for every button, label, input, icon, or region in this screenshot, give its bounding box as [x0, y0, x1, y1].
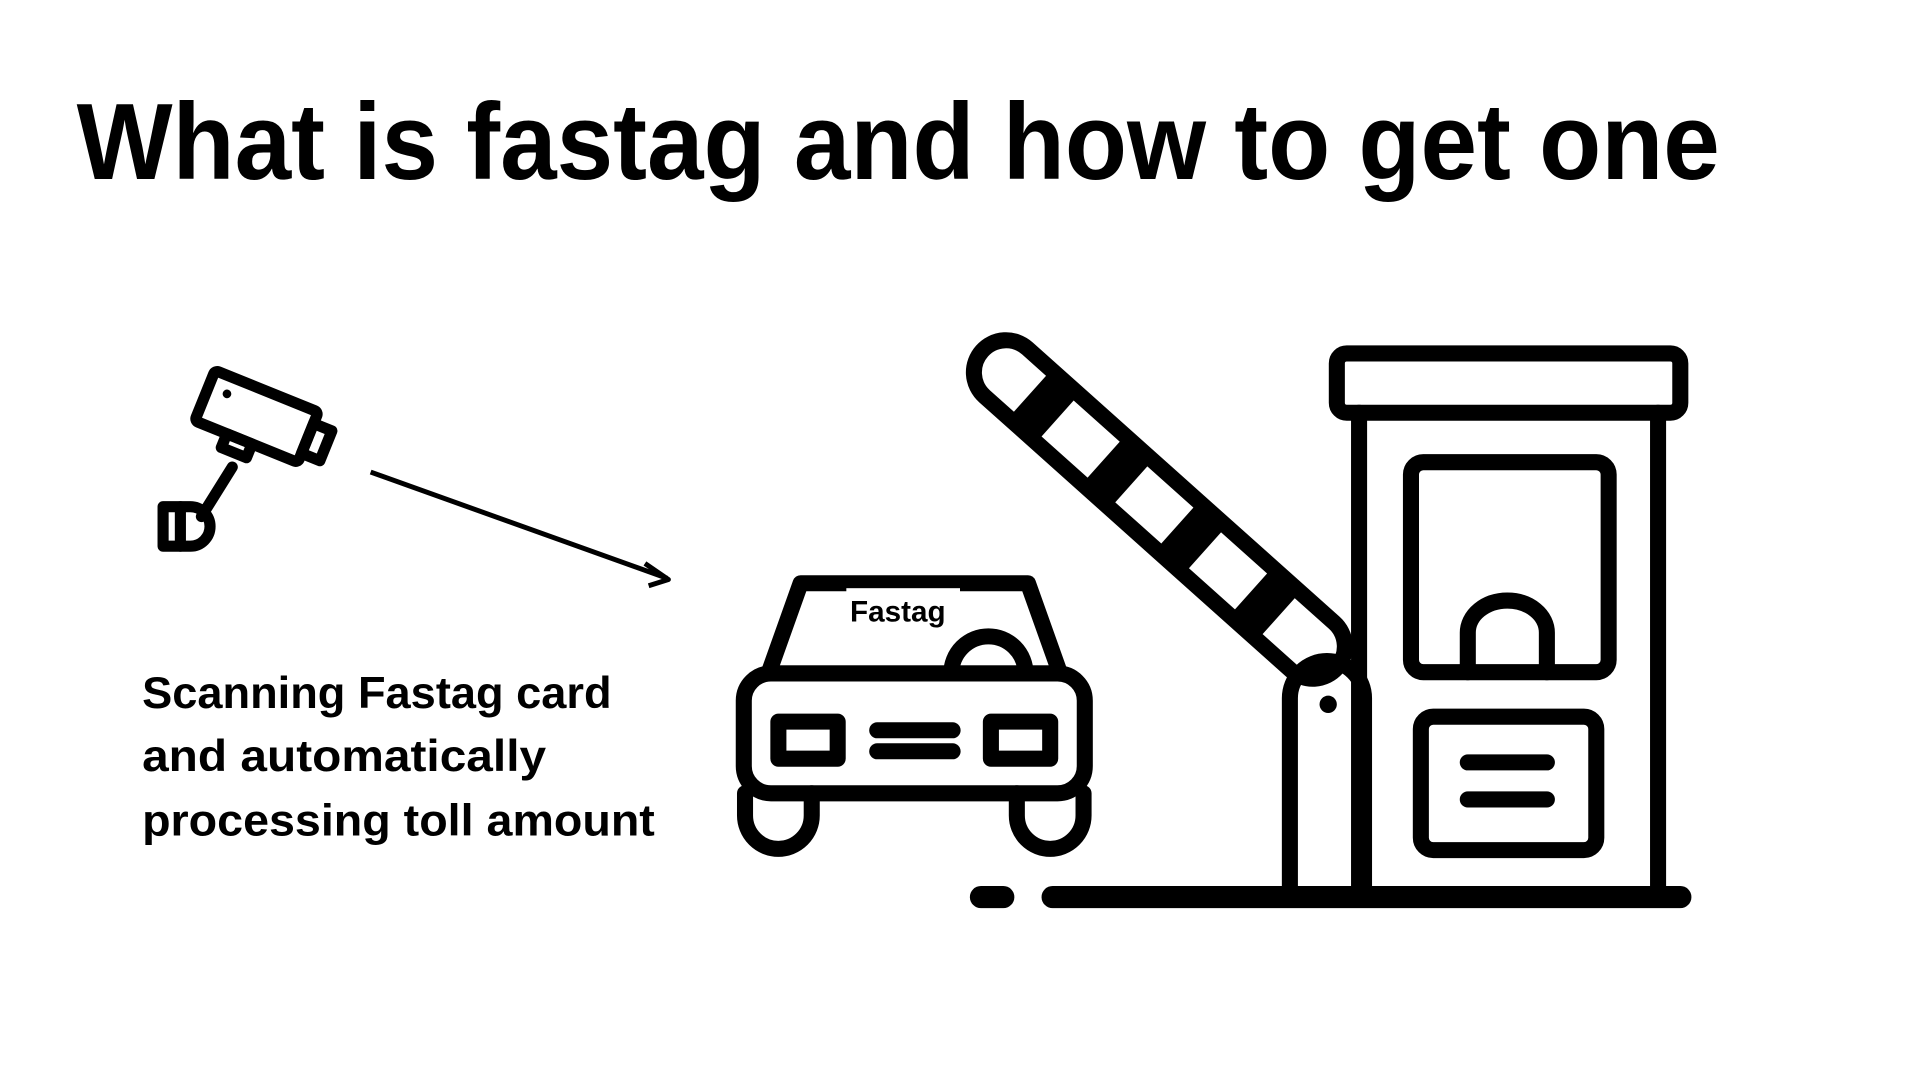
- toll-barrier-icon: [965, 332, 1373, 898]
- toll-booth-icon: [969, 345, 1692, 909]
- cctv-camera-icon: [157, 365, 338, 552]
- scan-arrow: [369, 469, 671, 589]
- caption-line: processing toll amount: [142, 796, 655, 845]
- caption: Scanning Fastag card and automatically p…: [142, 669, 655, 845]
- car-icon: Fastag: [735, 575, 1093, 857]
- caption-line: and automatically: [142, 732, 546, 781]
- page-title: What is fastag and how to get one: [77, 82, 1720, 203]
- car-fastag-label: Fastag: [850, 596, 946, 629]
- caption-line: Scanning Fastag card: [142, 669, 611, 718]
